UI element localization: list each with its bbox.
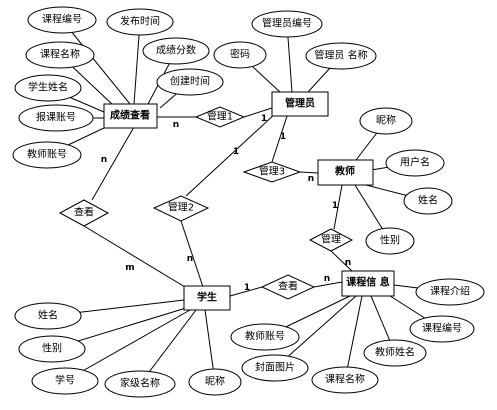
cardinality-mark: m — [125, 263, 134, 273]
attr-label: 课程介绍 — [430, 285, 470, 298]
entity-teacher-label: 教师 — [334, 165, 355, 178]
attr-label: 性别 — [42, 342, 62, 355]
attribute-labels: 课程编号 发布时间 课程名称 成绩分数 学生姓名 创建时间 报课账号 教师账号 … — [27, 13, 470, 390]
attr-label: 用户名 — [400, 156, 430, 169]
entity-score-query-box — [103, 103, 158, 129]
attr-teacher-username — [385, 149, 445, 177]
attr-teacher-gender — [365, 227, 415, 255]
attr-label: 管理员编号 — [262, 17, 312, 30]
attr-label: 报课账号 — [36, 111, 76, 124]
entity-score-query-label: 成绩查看 — [110, 109, 150, 122]
attr-label: 教师姓名 — [375, 346, 415, 359]
cardinality-mark: 1 — [244, 283, 250, 293]
attr-label: 课程编号 — [42, 13, 82, 26]
attr-student-nickname — [188, 368, 242, 396]
attr-label: 教师账号 — [245, 330, 285, 343]
attr-label: 姓名 — [418, 194, 438, 207]
attr-score-course-no — [27, 6, 97, 34]
attr-label: 学号 — [55, 374, 75, 387]
attr-label: 性别 — [380, 234, 400, 247]
attr-label: 姓名 — [38, 309, 58, 322]
relationship-labels: 管理1 管理3 管理2 查看 管理 查看 — [74, 110, 341, 293]
entity-admin-box — [271, 91, 329, 117]
attr-label: 昵称 — [205, 375, 225, 388]
attr-label: 创建时间 — [170, 75, 210, 88]
attr-label: 课程名称 — [40, 48, 80, 61]
attr-student-no — [31, 367, 99, 395]
attr-label: 昵称 — [376, 114, 396, 127]
rel-manage3-diamond — [242, 161, 302, 183]
cardinality-mark: 1 — [233, 147, 239, 157]
attr-teacher-nickname — [359, 107, 413, 135]
attr-score-teacher-account — [12, 141, 82, 169]
cardinality-mark: n — [324, 274, 330, 284]
relationship-shapes — [58, 106, 354, 300]
entity-course-info-label: 课程信 息 — [346, 276, 389, 289]
attr-score-create-time — [156, 68, 224, 96]
cardinality-mark: n — [101, 155, 107, 165]
entity-course-info-box — [341, 270, 395, 297]
attr-score-publish-time — [106, 8, 174, 36]
attr-course-no — [409, 315, 475, 343]
cardinality-mark: 1 — [280, 132, 286, 142]
rel-manage2-diamond — [152, 195, 210, 222]
attr-score-grade — [142, 37, 210, 65]
rel-manage-tc-diamond — [308, 228, 354, 252]
attr-student-gender — [18, 335, 86, 363]
entity-shapes — [103, 91, 395, 311]
attr-course-teacher-account — [230, 323, 300, 351]
attr-label: 管理员 名称 — [314, 49, 367, 62]
cardinality-mark: 1 — [332, 201, 338, 211]
attr-admin-password — [213, 41, 267, 69]
cardinality-mark: 1 — [261, 114, 267, 124]
attr-admin-name — [305, 42, 377, 70]
rel-manage1-diamond — [194, 106, 246, 128]
cardinality-labels: n 1 1 1 n n m n 1 n 1 n — [101, 114, 351, 293]
attr-label: 密码 — [230, 48, 250, 61]
attr-score-student-name — [14, 74, 82, 102]
attr-label: 家级名称 — [120, 377, 160, 390]
attr-score-student-account — [18, 104, 94, 132]
rel-view-ss-label: 查看 — [74, 206, 94, 219]
entity-student-label: 学生 — [197, 291, 217, 304]
entity-labels: 成绩查看 管理员 教师 学生 课程信 息 — [110, 97, 390, 304]
cardinality-mark: n — [187, 254, 193, 264]
attr-teacher-name — [403, 187, 453, 215]
attr-label: 发布时间 — [120, 15, 160, 28]
attr-label: 学生姓名 — [28, 81, 68, 94]
rel-manage2-label: 管理2 — [168, 201, 194, 214]
rel-view-sc-label: 查看 — [278, 280, 298, 293]
attr-course-intro — [415, 278, 485, 306]
rel-view-sc-diamond — [260, 274, 316, 300]
entity-admin-label: 管理员 — [285, 97, 315, 110]
rel-manage-tc-label: 管理 — [321, 233, 341, 246]
cardinality-mark: n — [308, 174, 314, 184]
attr-course-teacher-name — [363, 339, 427, 367]
attr-course-name — [311, 366, 379, 394]
attribute-shapes — [12, 6, 485, 398]
rel-view-ss-diamond — [58, 199, 110, 227]
attr-student-class — [104, 370, 176, 398]
rel-manage1-label: 管理1 — [207, 110, 233, 123]
attr-label: 课程名称 — [325, 373, 365, 386]
attr-score-course-name — [25, 41, 95, 69]
attr-label: 教师账号 — [27, 148, 67, 161]
rel-manage3-label: 管理3 — [259, 165, 285, 178]
attr-course-cover — [241, 354, 309, 382]
entity-student-box — [183, 285, 231, 311]
cardinality-mark: n — [173, 120, 179, 130]
attr-label: 课程编号 — [422, 322, 462, 335]
attr-label: 成绩分数 — [156, 44, 196, 57]
attr-label: 封面图片 — [255, 361, 295, 374]
cardinality-mark: n — [345, 258, 351, 268]
attr-student-name — [14, 302, 82, 330]
attr-admin-no — [251, 10, 323, 38]
entity-teacher-box — [317, 159, 374, 186]
